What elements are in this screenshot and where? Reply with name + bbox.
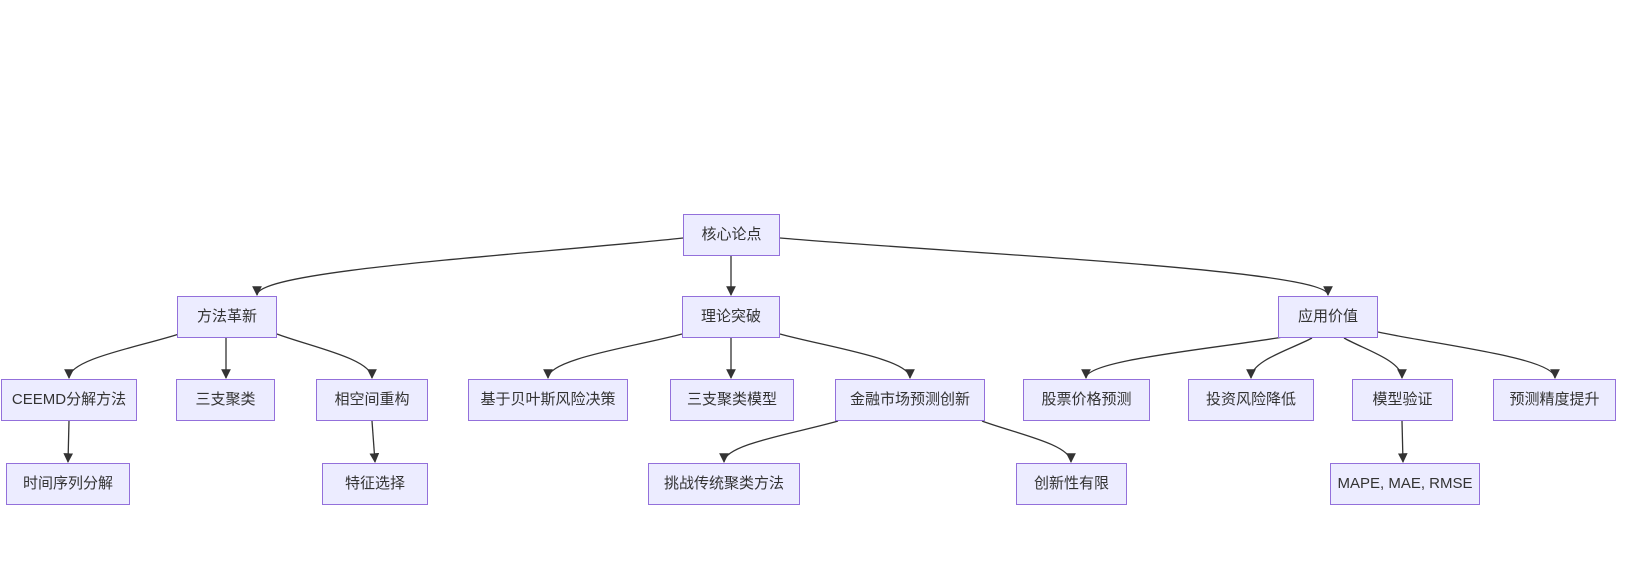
flow-node-tsdecomp: 时间序列分解 — [6, 463, 130, 505]
flow-node-stock: 股票价格预测 — [1023, 379, 1150, 421]
flow-node-finnov: 金融市场预测创新 — [835, 379, 985, 421]
flow-node-challenge: 挑战传统聚类方法 — [648, 463, 800, 505]
flow-node-mape: MAPE, MAE, RMSE — [1330, 463, 1480, 505]
flow-node-theory: 理论突破 — [682, 296, 780, 338]
flow-node-risk: 投资风险降低 — [1188, 379, 1314, 421]
flow-node-threeway: 三支聚类 — [176, 379, 275, 421]
flow-edge-value-to-modelval — [1343, 337, 1407, 379]
flow-node-twcmodel: 三支聚类模型 — [670, 379, 794, 421]
flow-edge-value-to-risk — [1246, 337, 1313, 379]
flow-node-label: 理论突破 — [700, 308, 761, 325]
flow-node-label: MAPE, MAE, RMSE — [1337, 475, 1473, 492]
flow-edge-phase-to-feature — [369, 420, 380, 463]
flow-edge-value-to-precision — [1377, 331, 1560, 379]
flow-node-value: 应用价值 — [1278, 296, 1378, 338]
flow-node-phase: 相空间重构 — [316, 379, 428, 421]
flow-edge-value-to-stock — [1081, 336, 1284, 379]
flow-node-label: 三支聚类 — [195, 391, 256, 408]
flow-node-core: 核心论点 — [683, 214, 780, 256]
flow-node-label: 挑战传统聚类方法 — [663, 475, 784, 492]
flow-node-label: 基于贝叶斯风险决策 — [480, 391, 616, 408]
flow-edge-method-to-ceemd — [64, 333, 180, 379]
flow-node-label: 方法革新 — [196, 308, 257, 325]
flow-edge-core-to-value — [779, 237, 1333, 296]
flow-edge-ceemd-to-tsdecomp — [63, 420, 74, 463]
flow-edges — [63, 237, 1560, 463]
flow-edge-finnov-to-challenge — [719, 420, 839, 463]
flow-node-precision: 预测精度提升 — [1493, 379, 1616, 421]
flow-node-label: 三支聚类模型 — [686, 391, 777, 408]
flow-node-method: 方法革新 — [177, 296, 277, 338]
flow-node-label: 时间序列分解 — [22, 475, 113, 492]
flow-node-bayes: 基于贝叶斯风险决策 — [468, 379, 628, 421]
flow-edge-theory-to-finnov — [779, 333, 915, 379]
flow-node-label: 金融市场预测创新 — [849, 391, 970, 408]
flow-node-label: 特征选择 — [344, 475, 405, 492]
flow-node-label: 投资风险降低 — [1205, 391, 1296, 408]
flow-node-label: 应用价值 — [1297, 308, 1358, 325]
flow-node-label: 模型验证 — [1372, 391, 1433, 408]
flow-node-limited: 创新性有限 — [1016, 463, 1127, 505]
flow-node-label: 创新性有限 — [1033, 475, 1109, 492]
flow-edge-core-to-method — [252, 237, 684, 296]
flow-node-modelval: 模型验证 — [1352, 379, 1453, 421]
flow-node-ceemd: CEEMD分解方法 — [1, 379, 137, 421]
flow-node-label: 股票价格预测 — [1041, 391, 1132, 408]
flow-edge-method-to-phase — [276, 333, 377, 379]
flow-node-label: 核心论点 — [701, 226, 762, 243]
flow-node-label: 预测精度提升 — [1509, 391, 1600, 408]
flow-edge-modelval-to-mape — [1397, 420, 1408, 463]
flow-node-feature: 特征选择 — [322, 463, 428, 505]
flow-node-label: CEEMD分解方法 — [11, 391, 127, 408]
flow-edge-finnov-to-limited — [981, 420, 1076, 463]
flow-node-label: 相空间重构 — [334, 391, 410, 408]
flow-edge-theory-to-bayes — [543, 333, 683, 379]
